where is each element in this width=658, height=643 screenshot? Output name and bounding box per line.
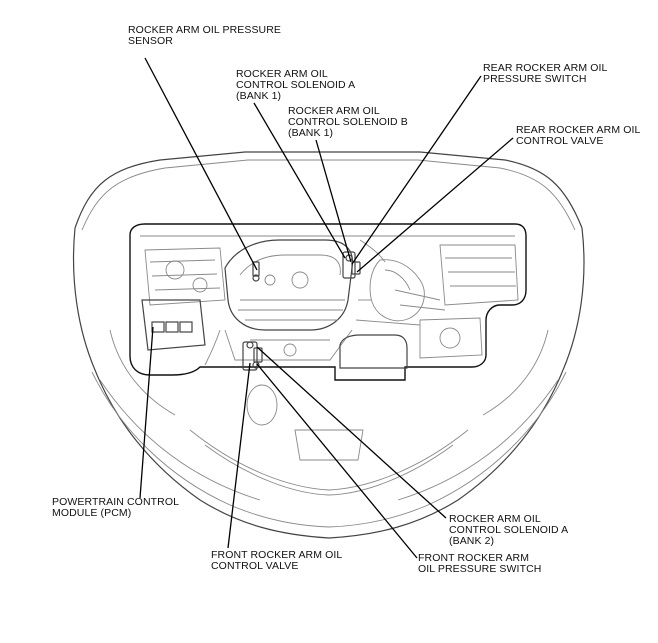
leader-front-control-valve — [227, 362, 251, 549]
label-solenoid-b-bank1: ROCKER ARM OIL CONTROL SOLENOID B (BANK … — [288, 105, 408, 139]
label-rear-control-valve: REAR ROCKER ARM OIL CONTROL VALVE — [516, 124, 641, 147]
label-solenoid-a-bank1: ROCKER ARM OIL CONTROL SOLENOID A (BANK … — [236, 68, 356, 102]
label-pcm: POWERTRAIN CONTROL MODULE (PCM) — [52, 496, 180, 519]
leader-solenoid-a-bank1 — [253, 102, 346, 259]
leader-rear-pressure-switch — [351, 75, 482, 265]
label-front-pressure-switch: FRONT ROCKER ARM OIL PRESSURE SWITCH — [418, 552, 542, 575]
label-solenoid-a-bank2: ROCKER ARM OIL CONTROL SOLENOID A (BANK … — [449, 513, 569, 547]
leader-solenoid-b-bank1 — [315, 139, 352, 263]
leader-pcm — [139, 326, 154, 499]
label-front-control-valve: FRONT ROCKER ARM OIL CONTROL VALVE — [211, 549, 343, 572]
car-body-outline — [72, 151, 585, 539]
engine-bay-boundary — [129, 223, 527, 381]
label-rocker-arm-oil-pressure-sensor: ROCKER ARM OIL PRESSURE SENSOR — [128, 24, 282, 47]
label-rear-pressure-switch: REAR ROCKER ARM OIL PRESSURE SWITCH — [483, 62, 608, 85]
engine-details — [141, 239, 519, 371]
leader-front-pressure-switch — [256, 363, 418, 559]
leader-pressure-sensor — [144, 57, 258, 271]
leader-solenoid-a-bank2 — [256, 346, 447, 519]
leader-rear-control-valve — [356, 137, 514, 273]
leader-lines — [139, 57, 514, 559]
